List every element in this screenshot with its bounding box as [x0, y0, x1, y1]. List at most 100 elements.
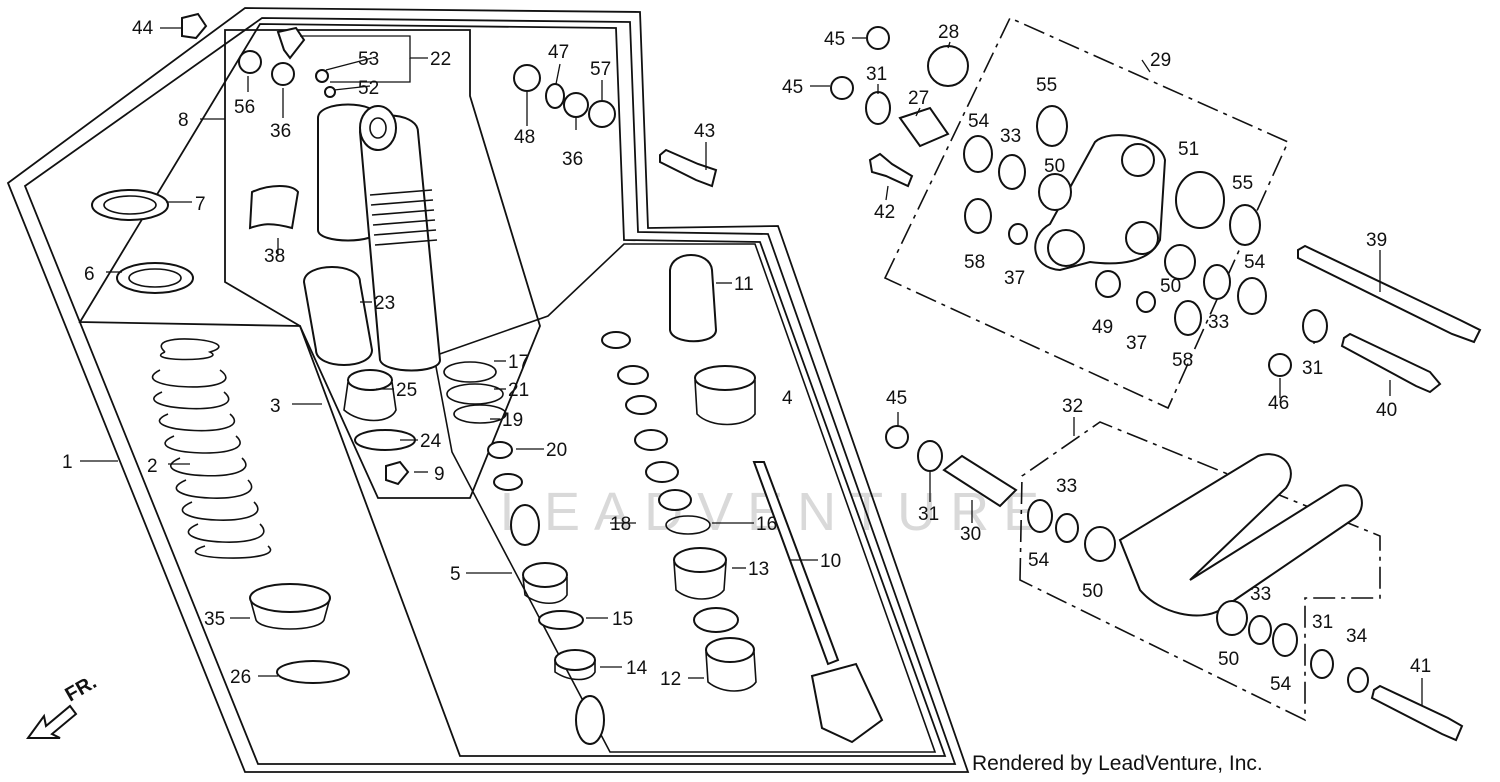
callout-19: 19	[502, 410, 523, 431]
nut-part-45c	[885, 425, 909, 449]
callout-39: 39	[1366, 230, 1387, 251]
callout-58a: 58	[964, 252, 985, 273]
seal-part-54a	[963, 135, 993, 173]
callout-2: 2	[147, 456, 158, 477]
callout-14: 14	[626, 658, 648, 679]
callout-58b: 58	[1172, 350, 1193, 371]
callout-31c: 31	[918, 504, 939, 525]
nut-part-45b	[830, 76, 854, 100]
callout-labels: 1 2 3 4 5 6 7 8 9 10 11 12 13 14 15 16 1…	[62, 18, 1431, 695]
callout-28: 28	[938, 22, 959, 43]
callout-54a: 54	[968, 111, 990, 132]
washer-stack-part	[493, 473, 523, 491]
callout-55a: 55	[1036, 75, 1057, 96]
callout-26: 26	[230, 667, 251, 688]
callout-21: 21	[508, 380, 529, 401]
collar-part-36b	[563, 92, 589, 118]
seal-part-54d	[1272, 623, 1298, 657]
nut-part-46	[1268, 353, 1292, 377]
callout-41: 41	[1410, 656, 1431, 677]
dust-seal-56	[238, 50, 262, 74]
bump-rubber-part	[302, 266, 374, 366]
callout-16: 16	[756, 514, 777, 535]
seal-part-33c	[1055, 513, 1079, 543]
callout-13: 13	[748, 559, 769, 580]
seal-part-33b	[1203, 264, 1231, 300]
collar-part-14	[554, 649, 596, 681]
nut-part-9	[385, 460, 410, 486]
bushing-part-48	[513, 64, 541, 92]
seal-part-58a	[964, 198, 992, 234]
callout-44: 44	[132, 18, 154, 39]
bolt-part-41	[1370, 684, 1464, 742]
callout-11: 11	[734, 274, 754, 295]
bolt-part-39	[1297, 244, 1482, 344]
leader-lines	[80, 27, 1423, 706]
oring-part-52	[324, 86, 336, 98]
callout-42: 42	[874, 202, 895, 223]
seal-part-55b	[1229, 204, 1261, 246]
nut-part-44	[181, 12, 208, 40]
collar-part-27	[898, 106, 950, 148]
front-direction-arrow: FR.	[26, 671, 100, 739]
callout-45a: 45	[824, 29, 845, 50]
rod-guide-part-12	[705, 637, 757, 692]
piston-ring-15	[538, 610, 584, 630]
callout-36a: 36	[270, 121, 291, 142]
washer-part-31b	[1302, 309, 1328, 343]
callout-22: 22	[430, 49, 451, 70]
callout-33d: 33	[1250, 584, 1271, 605]
shock-arm-pivot-a	[1121, 143, 1155, 177]
callout-47: 47	[548, 42, 569, 63]
callout-45c: 45	[886, 388, 907, 409]
shock-assembly-outer-frame	[6, 7, 970, 773]
collar-part-30	[942, 454, 1018, 508]
callout-50d: 50	[1218, 649, 1239, 670]
callout-50c: 50	[1082, 581, 1103, 602]
callout-31d: 31	[1312, 612, 1333, 633]
washer-part-a	[601, 331, 631, 349]
callout-49: 49	[1092, 317, 1113, 338]
shock-body-part	[317, 103, 442, 372]
callout-6: 6	[84, 264, 95, 285]
seal-part-33d	[1248, 615, 1272, 645]
connecting-rod-frame	[1019, 421, 1381, 722]
callout-23: 23	[374, 293, 395, 314]
oring-part-53	[315, 69, 329, 83]
washer-part-c	[625, 395, 657, 415]
callout-32: 32	[1062, 396, 1083, 417]
callout-40: 40	[1376, 400, 1397, 421]
callout-36b: 36	[562, 149, 583, 170]
callout-15: 15	[612, 609, 633, 630]
bearing-part-51	[1175, 171, 1225, 229]
callout-29: 29	[1150, 50, 1171, 71]
circlip-part-17	[443, 361, 497, 383]
bearing-part-50a	[1038, 173, 1072, 211]
seal-part-54c	[1027, 499, 1053, 533]
bearing-part-50d	[1216, 600, 1248, 636]
callout-4: 4	[782, 388, 793, 409]
seal-part-33a	[998, 154, 1026, 190]
seal-part-58b	[1174, 300, 1202, 336]
valve-stack-part	[510, 504, 540, 546]
circlip-part-21	[446, 383, 504, 405]
callout-38: 38	[264, 246, 285, 267]
callout-37b: 37	[1126, 333, 1147, 354]
seal-part-12a	[693, 607, 739, 633]
callout-37a: 37	[1004, 268, 1025, 289]
bolt-part-42	[868, 152, 914, 188]
callout-55b: 55	[1232, 173, 1253, 194]
callout-52: 52	[358, 78, 379, 99]
valve-part	[276, 26, 306, 60]
seal-part-54b	[1237, 277, 1267, 315]
seal-part-55a	[1036, 105, 1068, 147]
callout-8: 8	[178, 110, 189, 131]
oring-part-16	[665, 515, 711, 535]
callout-27: 27	[908, 88, 929, 109]
callout-51: 51	[1178, 139, 1199, 160]
callout-57: 57	[590, 59, 611, 80]
shock-arm-pivot-b	[1047, 229, 1085, 267]
callout-25: 25	[396, 380, 417, 401]
shock-sub-frame	[78, 23, 947, 757]
